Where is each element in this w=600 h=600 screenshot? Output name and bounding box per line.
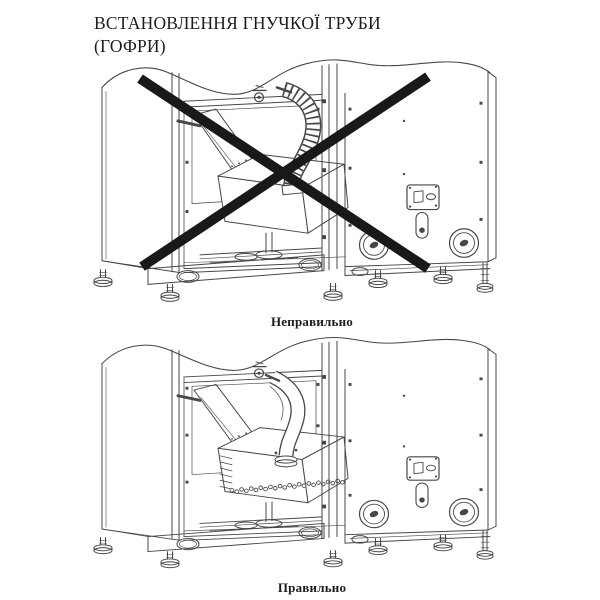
- boiler-line-drawing: [93, 337, 497, 569]
- boiler-illustration-incorrect: [60, 52, 540, 310]
- boiler-drawing-svg-incorrect: [93, 59, 497, 302]
- figure-correct: [60, 330, 540, 576]
- figure-caption-correct: Правильно: [277, 580, 347, 595]
- prohibition-cross-icon: [137, 72, 431, 273]
- figure-incorrect: [60, 52, 540, 310]
- page-title-line1: ВСТАНОВЛЕННЯ ГНУЧКОЇ ТРУБИ: [94, 13, 381, 33]
- boiler-illustration-correct: [60, 330, 540, 576]
- figure-caption-incorrect: Неправильно: [271, 314, 353, 329]
- page-title: ВСТАНОВЛЕННЯ ГНУЧКОЇ ТРУБИ (ГОФРИ): [94, 12, 381, 58]
- page-title-line2: (ГОФРИ): [94, 36, 166, 57]
- boiler-drawing-svg-correct: [93, 337, 497, 569]
